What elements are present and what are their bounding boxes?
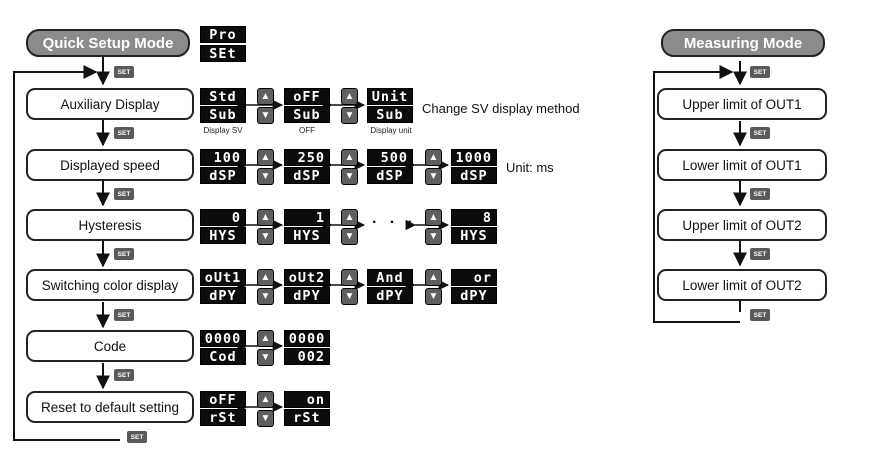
note-unit-ms: Unit: ms xyxy=(506,160,554,175)
down-arrow-icon: ▼ xyxy=(425,168,442,185)
lcd-bottom: rSt xyxy=(284,409,330,426)
set-key: SET xyxy=(750,188,770,200)
ellipsis: · · · · xyxy=(372,214,435,231)
lcd-top: 1 xyxy=(284,209,330,226)
lcd-top: 0000 xyxy=(284,330,330,347)
lcd-bottom: HYS xyxy=(451,227,497,244)
lcd-top: 100 xyxy=(200,149,246,166)
lcd-bottom: Sub xyxy=(367,106,413,123)
step-reset-to-default-setting: Reset to default setting xyxy=(26,391,194,423)
step-switching-color-display: Switching color display xyxy=(26,269,194,301)
up-arrow-icon: ▲ xyxy=(341,269,358,286)
lcd-top: on xyxy=(284,391,330,408)
step-lower-limit-out2: Lower limit of OUT2 xyxy=(657,269,827,301)
set-key: SET xyxy=(750,309,770,321)
down-arrow-icon: ▼ xyxy=(257,288,274,305)
down-arrow-icon: ▼ xyxy=(341,168,358,185)
set-key: SET xyxy=(114,248,134,260)
caption-display-unit: Display unit xyxy=(370,126,412,135)
set-key: SET xyxy=(114,369,134,381)
up-arrow-icon: ▲ xyxy=(257,330,274,347)
step-auxiliary-display: Auxiliary Display xyxy=(26,88,194,120)
lcd-top: 0 xyxy=(200,209,246,226)
lcd-top: or xyxy=(451,269,497,286)
step-displayed-speed: Displayed speed xyxy=(26,149,194,181)
up-arrow-icon: ▲ xyxy=(257,88,274,105)
lcd-top: 8 xyxy=(451,209,497,226)
lcd-top: 250 xyxy=(284,149,330,166)
lcd-top: oFF xyxy=(284,88,330,105)
caption-off: OFF xyxy=(299,126,315,135)
down-arrow-icon: ▼ xyxy=(425,288,442,305)
down-arrow-icon: ▼ xyxy=(257,107,274,124)
step-hysteresis: Hysteresis xyxy=(26,209,194,241)
up-arrow-icon: ▲ xyxy=(257,391,274,408)
set-key: SET xyxy=(750,127,770,139)
up-arrow-icon: ▲ xyxy=(425,269,442,286)
lcd-bottom: dPY xyxy=(284,287,330,304)
lcd-bottom: dPY xyxy=(200,287,246,304)
up-arrow-icon: ▲ xyxy=(425,209,442,226)
down-arrow-icon: ▼ xyxy=(341,228,358,245)
down-arrow-icon: ▼ xyxy=(257,410,274,427)
up-arrow-icon: ▲ xyxy=(341,209,358,226)
lcd-bottom: Sub xyxy=(284,106,330,123)
pro-display: Pro xyxy=(200,26,246,43)
down-arrow-icon: ▼ xyxy=(341,107,358,124)
down-arrow-icon: ▼ xyxy=(341,288,358,305)
down-arrow-icon: ▼ xyxy=(425,228,442,245)
lcd-top: 500 xyxy=(367,149,413,166)
up-arrow-icon: ▲ xyxy=(257,269,274,286)
lcd-bottom: Cod xyxy=(200,348,246,365)
lcd-top: Std xyxy=(200,88,246,105)
lcd-bottom: HYS xyxy=(284,227,330,244)
lcd-top: oUt1 xyxy=(200,269,246,286)
caption-display-sv: Display SV xyxy=(203,126,243,135)
set-display: SEt xyxy=(200,45,246,62)
lcd-bottom: rSt xyxy=(200,409,246,426)
lcd-bottom: dSP xyxy=(451,167,497,184)
set-key: SET xyxy=(114,309,134,321)
lcd-bottom: dPY xyxy=(451,287,497,304)
lcd-top: And xyxy=(367,269,413,286)
step-code: Code xyxy=(26,330,194,362)
set-key: SET xyxy=(114,127,134,139)
up-arrow-icon: ▲ xyxy=(257,209,274,226)
up-arrow-icon: ▲ xyxy=(425,149,442,166)
up-arrow-icon: ▲ xyxy=(341,88,358,105)
up-arrow-icon: ▲ xyxy=(341,149,358,166)
lcd-bottom: 002 xyxy=(284,348,330,365)
lcd-top: Unit xyxy=(367,88,413,105)
lcd-top: oUt2 xyxy=(284,269,330,286)
set-key: SET xyxy=(750,66,770,78)
lcd-bottom: dSP xyxy=(284,167,330,184)
up-arrow-icon: ▲ xyxy=(257,149,274,166)
lcd-bottom: dSP xyxy=(200,167,246,184)
down-arrow-icon: ▼ xyxy=(257,168,274,185)
lcd-bottom: HYS xyxy=(200,227,246,244)
lcd-bottom: Sub xyxy=(200,106,246,123)
step-upper-limit-out2: Upper limit of OUT2 xyxy=(657,209,827,241)
lcd-bottom: dSP xyxy=(367,167,413,184)
set-key: SET xyxy=(750,248,770,260)
down-arrow-icon: ▼ xyxy=(257,228,274,245)
set-key: SET xyxy=(114,66,134,78)
lcd-top: oFF xyxy=(200,391,246,408)
down-arrow-icon: ▼ xyxy=(257,349,274,366)
step-lower-limit-out1: Lower limit of OUT1 xyxy=(657,149,827,181)
set-key: SET xyxy=(114,188,134,200)
measuring-mode-header: Measuring Mode xyxy=(661,29,825,57)
step-upper-limit-out1: Upper limit of OUT1 xyxy=(657,88,827,120)
set-key: SET xyxy=(127,431,147,443)
quick-setup-mode-header: Quick Setup Mode xyxy=(26,29,190,57)
lcd-top: 1000 xyxy=(451,149,497,166)
lcd-top: 0000 xyxy=(200,330,246,347)
note-change-sv: Change SV display method xyxy=(422,101,580,116)
lcd-bottom: dPY xyxy=(367,287,413,304)
